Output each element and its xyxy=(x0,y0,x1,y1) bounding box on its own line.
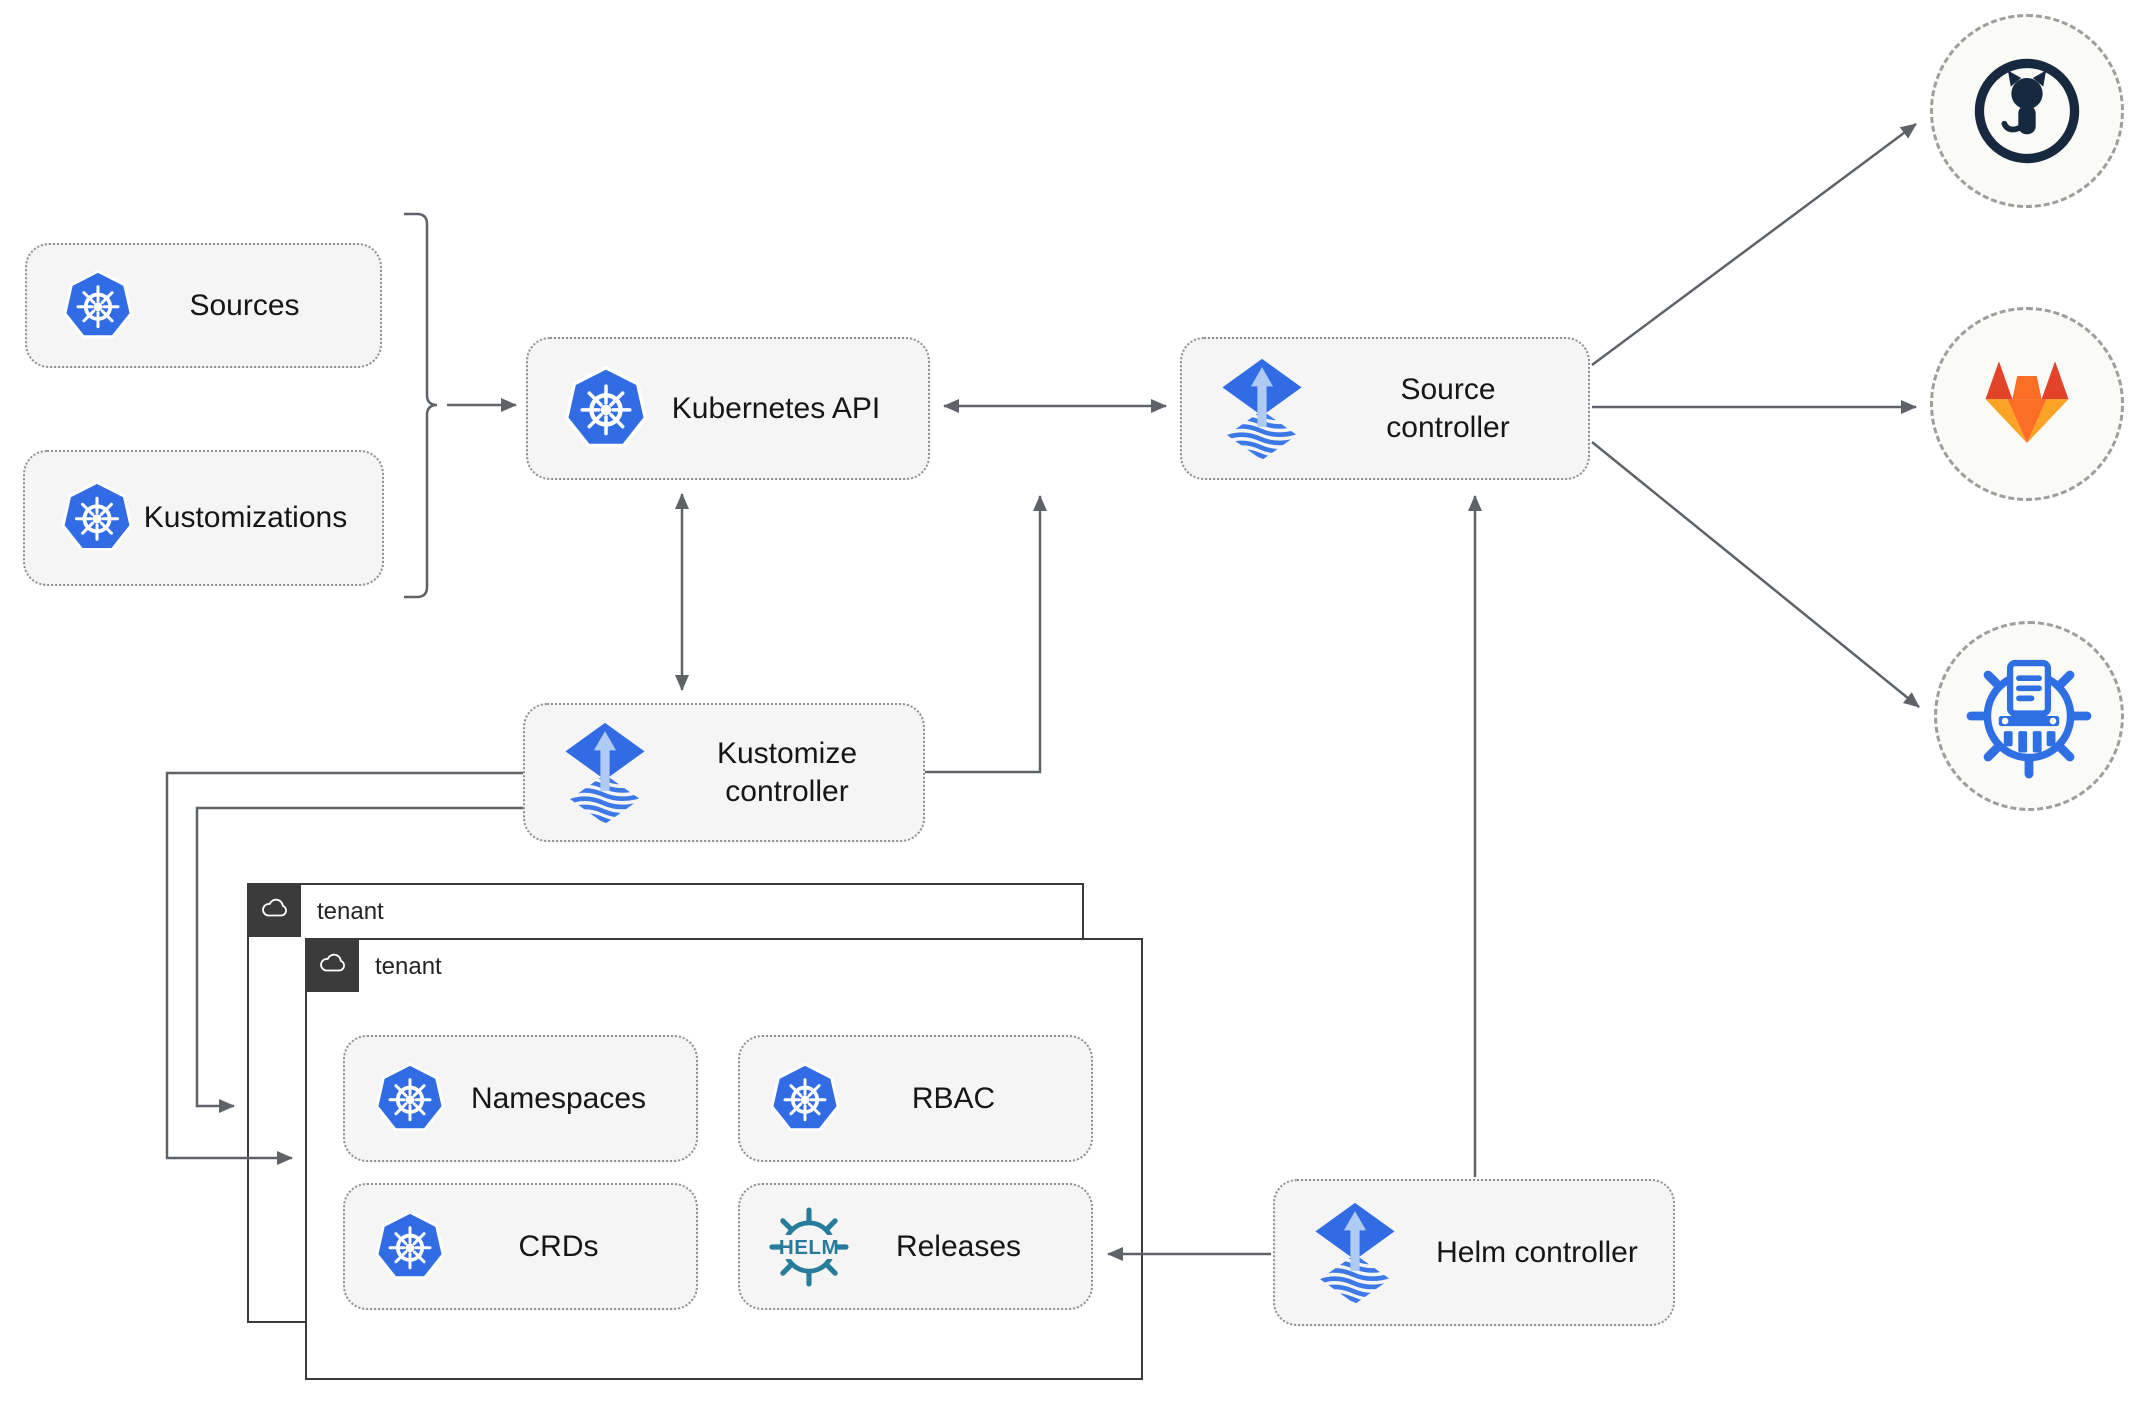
flux-icon xyxy=(559,721,651,824)
kubernetes-icon xyxy=(61,269,135,343)
node-kubernetes-api: Kubernetes API xyxy=(526,337,930,480)
kubernetes-icon xyxy=(768,1062,842,1136)
node-rbac-label: RBAC xyxy=(911,1081,996,1115)
node-releases: HELM Releases xyxy=(738,1183,1093,1310)
kubernetes-icon xyxy=(373,1210,447,1284)
node-rbac: RBAC xyxy=(738,1035,1093,1162)
flux-icon xyxy=(1309,1201,1401,1304)
node-sources-label: Sources xyxy=(189,288,300,322)
endpoint-chart-repository xyxy=(1934,621,2124,811)
edge-kustomize-controller-to-source-controller xyxy=(925,495,1047,774)
node-crds: CRDs xyxy=(343,1183,698,1310)
cloud-icon xyxy=(305,938,359,992)
kubernetes-icon xyxy=(59,480,135,556)
node-releases-label: Releases xyxy=(895,1229,1022,1263)
node-kubernetes-api-label: Kubernetes API xyxy=(671,391,881,425)
node-kustomize-controller: Kustomize controller xyxy=(523,703,925,842)
node-namespaces: Namespaces xyxy=(343,1035,698,1162)
helm-logo-text: HELM xyxy=(779,1235,839,1258)
gitlab-icon xyxy=(1985,361,2069,444)
tenant-back-label: tenant xyxy=(317,898,384,925)
node-crds-label: CRDs xyxy=(518,1229,599,1263)
node-source-controller: Source controller xyxy=(1180,337,1590,480)
node-namespaces-label: Namespaces xyxy=(470,1081,647,1115)
node-helm-controller-label: Helm controller xyxy=(1436,1235,1638,1269)
github-icon xyxy=(1974,58,2080,164)
node-kustomizations: Kustomizations xyxy=(23,450,384,586)
kubernetes-icon xyxy=(562,365,650,453)
node-helm-controller: Helm controller xyxy=(1273,1179,1675,1326)
edge-bracket-sources-kustomizations xyxy=(404,212,438,599)
edge-source-controller-to-github xyxy=(1591,122,1917,367)
chartmuseum-icon xyxy=(1966,659,2092,779)
endpoint-gitlab xyxy=(1930,307,2124,501)
node-kustomizations-label: Kustomizations xyxy=(143,501,348,535)
cloud-icon xyxy=(247,883,301,937)
helm-icon: HELM xyxy=(766,1204,852,1290)
flux-icon xyxy=(1216,357,1308,460)
node-source-controller-label: Source controller xyxy=(1386,373,1510,444)
node-kustomize-controller-label: Kustomize controller xyxy=(716,737,858,808)
node-sources: Sources xyxy=(25,243,382,368)
endpoint-github xyxy=(1930,14,2124,208)
edge-source-controller-to-chart-repository xyxy=(1591,441,1920,708)
kubernetes-icon xyxy=(373,1062,447,1136)
tenant-front-label: tenant xyxy=(375,953,442,980)
